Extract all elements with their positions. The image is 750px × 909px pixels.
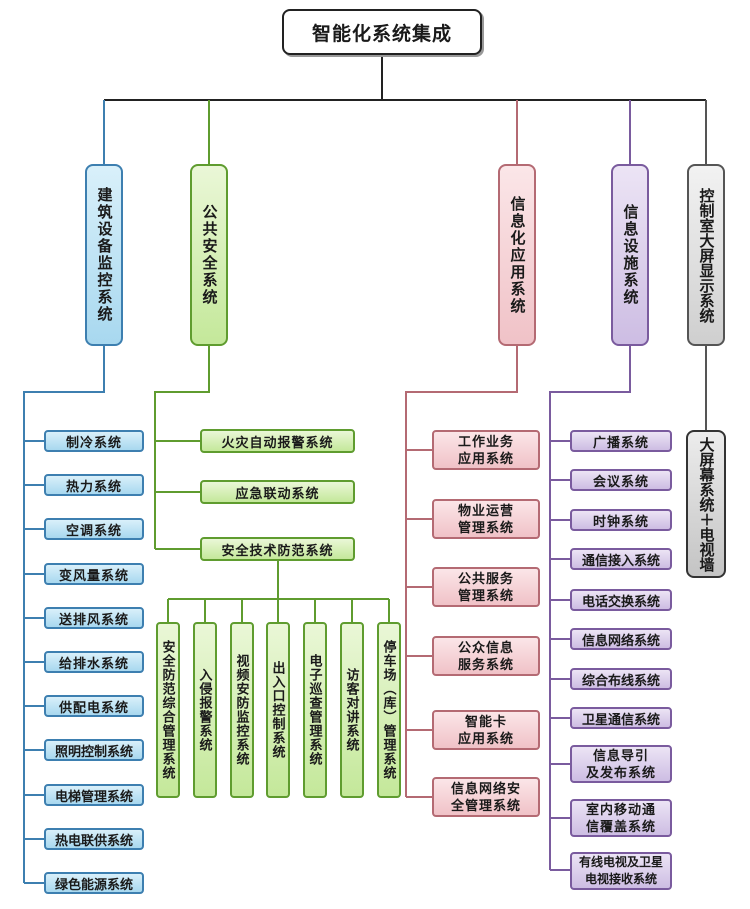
building-item: 空调系统 (44, 518, 144, 540)
info-app-item: 工作业务应用系统 (432, 430, 540, 470)
info-facility-item: 通信接入系统 (570, 548, 672, 570)
info-facility-item: 卫星通信系统 (570, 707, 672, 729)
info-facility-item: 时钟系统 (570, 509, 672, 531)
info-facility-item: 电话交换系统 (570, 589, 672, 611)
security-subitem: 视频安防监控系统 (230, 622, 254, 798)
info-app-item: 信息网络安全管理系统 (432, 777, 540, 817)
category-info-facility: 信息设施系统 (611, 164, 649, 346)
building-item: 送排风系统 (44, 607, 144, 629)
info-facility-item: 信息网络系统 (570, 628, 672, 650)
security-subitem: 入侵报警系统 (193, 622, 217, 798)
building-item: 制冷系统 (44, 430, 144, 452)
info-app-item: 物业运营管理系统 (432, 499, 540, 539)
building-item: 绿色能源系统 (44, 872, 144, 894)
building-item: 给排水系统 (44, 651, 144, 673)
category-building-automation: 建筑设备监控系统 (85, 164, 123, 346)
info-app-item: 公共服务管理系统 (432, 567, 540, 607)
info-facility-item: 综合布线系统 (570, 668, 672, 690)
info-facility-item: 信息导引及发布系统 (570, 745, 672, 783)
info-app-item: 智能卡应用系统 (432, 710, 540, 750)
category-info-application: 信息化应用系统 (498, 164, 536, 346)
root-node: 智能化系统集成 (282, 9, 482, 55)
info-facility-item: 广播系统 (570, 430, 672, 452)
security-subitem: 停车场（库）管理系统 (377, 622, 401, 798)
control-room-item: 大屏幕系统＋电视墙 (686, 430, 726, 578)
security-subitem: 电子巡查管理系统 (303, 622, 327, 798)
category-public-safety: 公共安全系统 (190, 164, 228, 346)
info-facility-item: 有线电视及卫星电视接收系统 (570, 852, 672, 890)
building-item: 变风量系统 (44, 563, 144, 585)
security-subitem: 访客对讲系统 (340, 622, 364, 798)
category-control-room-display: 控制室大屏显示系统 (687, 164, 725, 346)
building-item: 电梯管理系统 (44, 784, 144, 806)
safety-item: 火灾自动报警系统 (200, 429, 355, 453)
info-facility-item: 室内移动通信覆盖系统 (570, 799, 672, 837)
building-item: 照明控制系统 (44, 739, 144, 761)
building-item: 供配电系统 (44, 695, 144, 717)
security-subitem: 出入口控制系统 (266, 622, 290, 798)
building-item: 热电联供系统 (44, 828, 144, 850)
security-subitem: 安全防范综合管理系统 (156, 622, 180, 798)
info-facility-item: 会议系统 (570, 469, 672, 491)
building-item: 热力系统 (44, 474, 144, 496)
info-app-item: 公众信息服务系统 (432, 636, 540, 676)
safety-item: 安全技术防范系统 (200, 537, 355, 561)
safety-item: 应急联动系统 (200, 480, 355, 504)
